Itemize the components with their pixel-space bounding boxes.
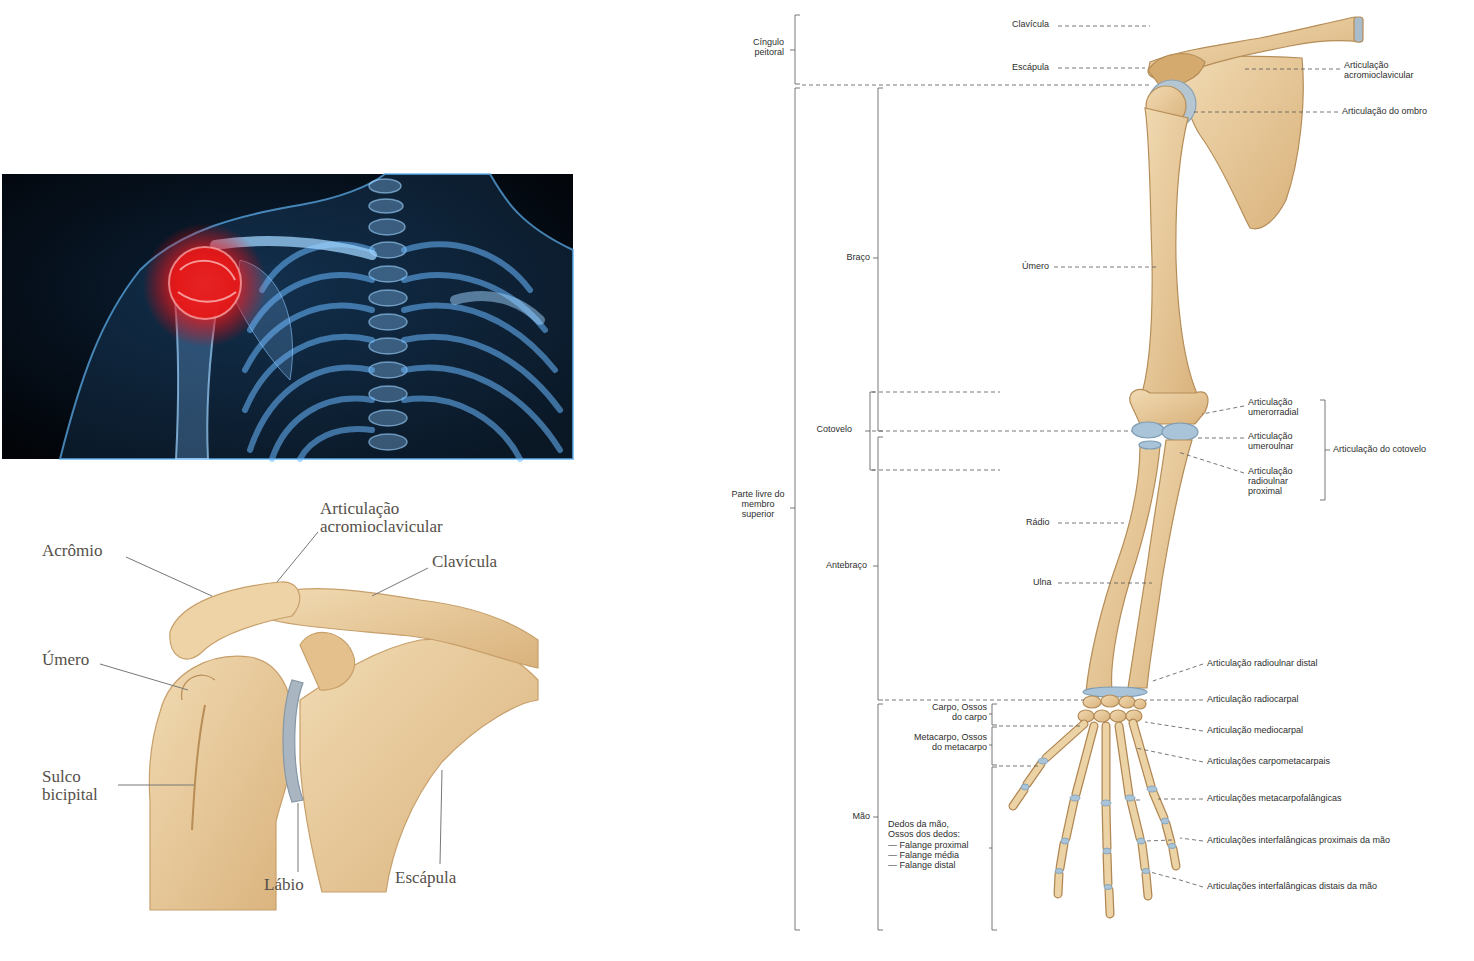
region-label: Parte livre do membro superior: [728, 490, 788, 520]
joint-label: Articulação umeroulnar: [1248, 432, 1310, 452]
region-label: Carpo, Ossos do carpo: [925, 703, 987, 723]
region-label: Braço: [830, 253, 870, 263]
joint-label: Articulação do cotovelo: [1333, 445, 1458, 455]
bone-label: Escápula: [1012, 63, 1056, 73]
shoulder-illustration: [100, 532, 538, 910]
region-label: Dedos da mão, Ossos dos dedos:: [888, 820, 970, 840]
joint-label: Articulação do ombro: [1342, 107, 1462, 117]
bone-label: Clavícula: [432, 553, 532, 571]
region-label: Cotovelo: [800, 425, 852, 435]
region-label: Antebraço: [815, 561, 867, 571]
region-label: Mão: [840, 812, 870, 822]
joint-label: Articulações interfalângicas distais da …: [1207, 882, 1447, 892]
arm-skeleton: [1013, 17, 1363, 914]
joint-label: Articulações metacarpofalângicas: [1207, 794, 1387, 804]
joint-label: Articulação acromioclavicular: [320, 500, 505, 536]
region-label: Cíngulo peitoral: [740, 38, 784, 58]
joint-label: Articulação radiocarpal: [1207, 695, 1377, 705]
joint-label: Articulações interfalângicas proximais d…: [1207, 836, 1447, 846]
xray-image: [2, 174, 573, 459]
joint-label: Articulação acromioclavicular: [1344, 61, 1424, 81]
bone-label: — Falange distal: [888, 861, 983, 871]
joint-label: Articulação mediocarpal: [1207, 726, 1377, 736]
bone-label: — Falange proximal: [888, 841, 983, 851]
bone-label: Úmero: [42, 651, 122, 669]
bone-label: Clavícula: [1012, 20, 1056, 30]
region-label: Metacarpo, Ossos do metacarpo: [905, 733, 987, 753]
structure-label: Sulco bicipital: [42, 768, 122, 804]
bone-label: Acrômio: [42, 542, 142, 560]
joint-label: Articulação radioulnar distal: [1207, 659, 1377, 669]
bone-label: Escápula: [395, 869, 485, 887]
joint-label: Articulação umerorradial: [1248, 398, 1310, 418]
bone-label: Úmero: [1022, 262, 1054, 272]
bone-label: Ulna: [1033, 578, 1057, 588]
joint-label: Articulações carpometacarpais: [1207, 757, 1387, 767]
bone-label: — Falange média: [888, 851, 983, 861]
joint-label: Articulação radioulnar proximal: [1248, 467, 1310, 497]
brackets-and-leaders: [790, 15, 1340, 930]
bone-label: Rádio: [1026, 518, 1056, 528]
structure-label: Lábio: [264, 876, 324, 894]
